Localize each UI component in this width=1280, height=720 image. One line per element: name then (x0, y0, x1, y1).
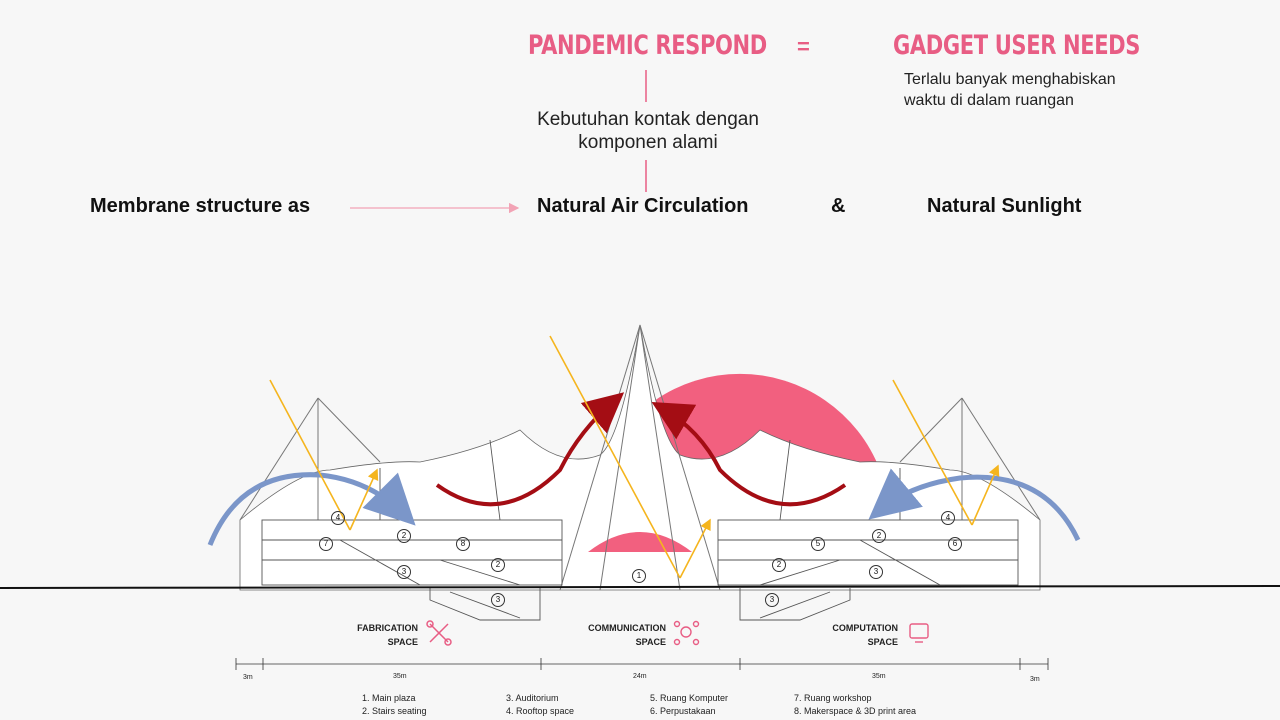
air-red-arrow-right (651, 401, 847, 507)
room-badge: 2 (491, 558, 505, 572)
room-badge: 5 (811, 537, 825, 551)
communication-network-icon (673, 620, 700, 646)
room-badge: 3 (869, 565, 883, 579)
air-red-arrow-left (435, 392, 625, 507)
computation-space-label: COMPUTATION SPACE (812, 621, 898, 649)
room-badge: 8 (456, 537, 470, 551)
room-badge: 2 (772, 558, 786, 572)
sun-shape (600, 373, 880, 470)
masts (239, 324, 1041, 591)
pandemic-respond-title: PANDEMIC RESPOND (528, 30, 767, 61)
dim-right-small: 3m (1030, 676, 1040, 683)
legend-item: 5. Ruang Komputer (650, 693, 729, 703)
membrane-canopy (239, 324, 1041, 591)
gadget-sub-line2: waktu di dalam ruangan (904, 92, 1074, 109)
room-badge: 3 (765, 593, 779, 607)
equals-sign: = (797, 34, 810, 59)
legend-item: 2. Stairs seating (362, 706, 427, 716)
gadget-user-needs-title: GADGET USER NEEDS (893, 30, 1141, 61)
room-badge: 6 (948, 537, 962, 551)
nature-contact-line1: Kebutuhan kontak dengan (537, 109, 759, 130)
communication-line2: SPACE (635, 637, 666, 647)
legend-item: 4. Rooftop space (506, 706, 575, 716)
ground-line (0, 585, 1280, 589)
nature-contact-line2: komponen alami (578, 132, 718, 153)
room-badge: 2 (397, 529, 411, 543)
inner-dome (588, 532, 692, 552)
room-badge: 1 (632, 569, 646, 583)
computation-line2: SPACE (867, 637, 898, 647)
gadget-sub-line1: Terlalu banyak menghabiskan (904, 71, 1116, 88)
building-structure (261, 439, 1019, 621)
room-badge: 4 (331, 511, 345, 525)
natural-sunlight-label: Natural Sunlight (927, 195, 1082, 217)
room-badge: 3 (491, 593, 505, 607)
legend-item: 6. Perpustakaan (650, 706, 716, 716)
air-blue-arrow-left (207, 472, 416, 546)
computation-computer-icon (909, 623, 929, 643)
fabrication-line2: SPACE (387, 637, 418, 647)
air-blue-arrow-right (868, 468, 1081, 542)
legend-col1: 1. Main plaza 2. Stairs seating (362, 692, 427, 718)
legend-col2: 3. Auditorium 4. Rooftop space (506, 692, 574, 718)
fabrication-line1: FABRICATION (357, 623, 418, 633)
room-badge: 7 (319, 537, 333, 551)
legend-item: 1. Main plaza (362, 693, 416, 703)
legend-item: 3. Auditorium (506, 693, 559, 703)
dimension-line (235, 658, 1049, 670)
ampersand: & (831, 195, 846, 217)
communication-line1: COMMUNICATION (588, 623, 666, 633)
legend-col4: 7. Ruang workshop 8. Makerspace & 3D pri… (794, 692, 916, 718)
computation-line1: COMPUTATION (832, 623, 898, 633)
room-badge: 2 (872, 529, 886, 543)
sunlight-rays (269, 335, 1000, 579)
communication-space-label: COMMUNICATION SPACE (570, 621, 666, 649)
fabrication-tools-icon (426, 620, 452, 646)
dim-right-large: 35m (872, 673, 886, 680)
legend-item: 8. Makerspace & 3D print area (794, 706, 917, 716)
dim-center: 24m (633, 673, 647, 680)
room-badge: 4 (941, 511, 955, 525)
legend-item: 7. Ruang workshop (794, 693, 872, 703)
dim-left-large: 35m (393, 673, 407, 680)
fabrication-space-label: FABRICATION SPACE (340, 621, 418, 649)
dim-left-small: 3m (243, 674, 253, 681)
membrane-structure-label: Membrane structure as (90, 195, 311, 217)
legend-col3: 5. Ruang Komputer 6. Perpustakaan (650, 692, 728, 718)
natural-air-circulation-label: Natural Air Circulation (537, 195, 749, 217)
room-badge: 3 (397, 565, 411, 579)
